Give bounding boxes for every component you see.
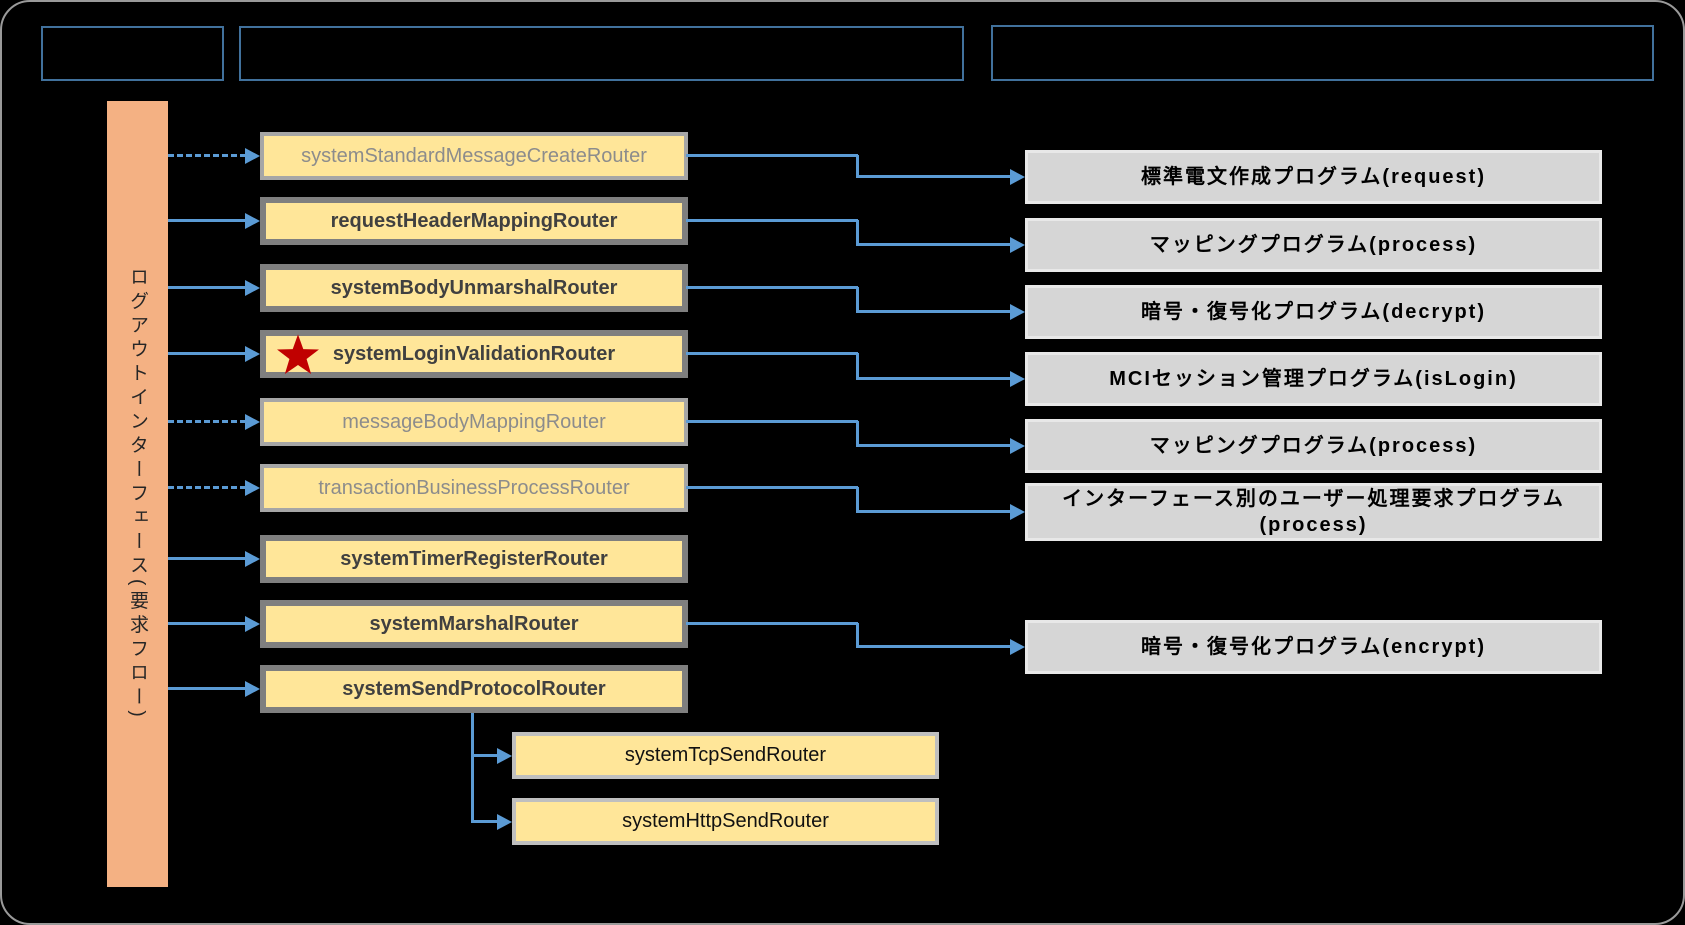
program-decrypt: 暗号・復号化プログラム(decrypt) [1025, 285, 1602, 339]
router-systemLoginValidationRouter: systemLoginValidationRouter [260, 330, 688, 378]
arrowhead-out-7 [1010, 639, 1025, 655]
arrow-line-in-3 [168, 286, 246, 289]
connector-7-h2 [856, 645, 1011, 648]
connector-1-h1 [686, 154, 858, 157]
router-systemTcpSendRouter: systemTcpSendRouter [512, 732, 939, 779]
program-mci-session-islogin: MCIセッション管理プログラム(isLogin) [1025, 352, 1602, 406]
router-systemHttpSendRouter: systemHttpSendRouter [512, 798, 939, 845]
router-label: systemMarshalRouter [369, 612, 579, 635]
connector-1-h2 [856, 175, 1011, 178]
connector-6-h1 [686, 486, 858, 489]
program-label: 標準電文作成プログラム(request) [1141, 166, 1486, 188]
arrowhead-in-7 [245, 551, 260, 567]
router-label: requestHeaderMappingRouter [330, 209, 618, 232]
arrow-line-in-4 [168, 352, 246, 355]
connector-3-v [856, 287, 859, 312]
arrowhead-out-5 [1010, 438, 1025, 454]
connector-1-v [856, 155, 859, 177]
header-box-right [991, 25, 1654, 81]
header-box-left [41, 26, 224, 81]
connector-3-h1 [686, 286, 858, 289]
arrow-line-in-6 [168, 486, 246, 489]
connector-2-h2 [856, 243, 1011, 246]
sidebar-label: ログアウトインターフェース(要求フロー) [127, 266, 148, 722]
router-transactionBusinessProcessRouter: transactionBusinessProcessRouter [260, 464, 688, 512]
arrowhead-in-5 [245, 414, 260, 430]
arrowhead-out-2 [1010, 237, 1025, 253]
router-systemSendProtocolRouter: systemSendProtocolRouter [260, 665, 688, 713]
router-systemMarshalRouter: systemMarshalRouter [260, 600, 688, 648]
arrowhead-tcp [497, 748, 512, 764]
arrowhead-in-1 [245, 148, 260, 164]
program-label: マッピングプログラム(process) [1149, 435, 1478, 457]
arrow-line-in-9 [168, 687, 246, 690]
connector-6-h2 [856, 510, 1011, 513]
router-label: systemSendProtocolRouter [342, 677, 606, 700]
program-user-process-request: インターフェース別のユーザー処理要求プログラム (process) [1025, 483, 1602, 541]
connector-5-h1 [686, 420, 858, 423]
arrowhead-in-9 [245, 681, 260, 697]
arrowhead-out-3 [1010, 304, 1025, 320]
router-label: systemBodyUnmarshalRouter [330, 276, 618, 299]
router-systemStandardMessageCreateRouter: systemStandardMessageCreateRouter [260, 132, 688, 180]
program-label: マッピングプログラム(process) [1149, 234, 1478, 256]
router-systemBodyUnmarshalRouter: systemBodyUnmarshalRouter [260, 264, 688, 312]
router-label: transactionBusinessProcessRouter [318, 476, 630, 499]
arrow-line-in-5 [168, 420, 246, 423]
arrowhead-in-6 [245, 480, 260, 496]
connector-2-h1 [686, 219, 858, 222]
connector-7-v [856, 623, 859, 647]
program-mapping-process-1: マッピングプログラム(process) [1025, 218, 1602, 272]
arrowhead-out-1 [1010, 169, 1025, 185]
arrowhead-in-4 [245, 346, 260, 362]
program-label: MCIセッション管理プログラム(isLogin) [1109, 368, 1518, 390]
router-label: messageBodyMappingRouter [342, 410, 606, 433]
arrow-line-in-2 [168, 219, 246, 222]
program-label: インターフェース別のユーザー処理要求プログラム (process) [1062, 488, 1565, 536]
router-requestHeaderMappingRouter: requestHeaderMappingRouter [260, 197, 688, 245]
router-label: systemLoginValidationRouter [332, 342, 616, 365]
connector-6-v [856, 487, 859, 512]
arrow-line-in-7 [168, 557, 246, 560]
branch-connector-h-http [471, 820, 498, 823]
arrowhead-in-3 [245, 280, 260, 296]
header-box-middle [239, 26, 964, 81]
sidebar-logout-interface-bar: ログアウトインターフェース(要求フロー) [107, 101, 168, 887]
router-systemTimerRegisterRouter: systemTimerRegisterRouter [260, 535, 688, 583]
router-label: systemTcpSendRouter [624, 744, 827, 766]
arrowhead-in-2 [245, 213, 260, 229]
arrowhead-in-8 [245, 616, 260, 632]
program-label: 暗号・復号化プログラム(decrypt) [1141, 301, 1486, 323]
connector-5-v [856, 421, 859, 446]
connector-4-h2 [856, 377, 1011, 380]
branch-connector-h-tcp [471, 754, 498, 757]
program-encrypt: 暗号・復号化プログラム(encrypt) [1025, 620, 1602, 674]
connector-4-h1 [686, 352, 858, 355]
connector-7-h1 [686, 622, 858, 625]
program-standard-message-create: 標準電文作成プログラム(request) [1025, 150, 1602, 204]
arrowhead-out-4 [1010, 371, 1025, 387]
program-label: 暗号・復号化プログラム(encrypt) [1141, 636, 1486, 658]
star-icon [276, 334, 320, 375]
arrowhead-out-6 [1010, 504, 1025, 520]
connector-2-v [856, 220, 859, 245]
connector-3-h2 [856, 310, 1011, 313]
arrow-line-in-1 [168, 154, 246, 157]
router-messageBodyMappingRouter: messageBodyMappingRouter [260, 398, 688, 446]
connector-4-v [856, 353, 859, 379]
router-label: systemHttpSendRouter [622, 810, 829, 832]
arrowhead-http [497, 814, 512, 830]
program-mapping-process-2: マッピングプログラム(process) [1025, 419, 1602, 473]
arrow-line-in-8 [168, 622, 246, 625]
router-label: systemStandardMessageCreateRouter [301, 144, 647, 167]
router-label: systemTimerRegisterRouter [340, 547, 608, 570]
branch-connector-v [471, 713, 474, 823]
connector-5-h2 [856, 444, 1011, 447]
